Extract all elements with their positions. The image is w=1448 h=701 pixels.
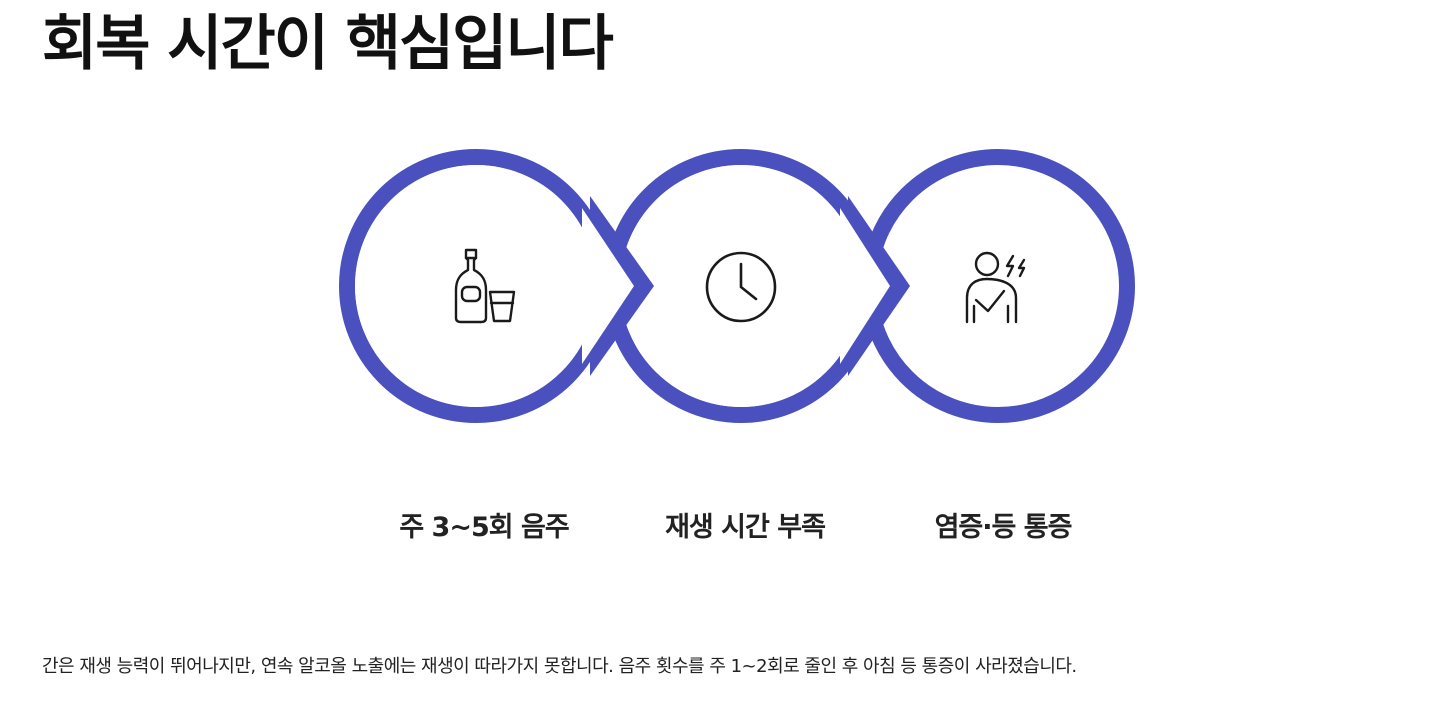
step-label-1: 주 3~5회 음주 <box>399 512 569 543</box>
clock-icon <box>705 251 777 323</box>
step-label-3: 염증·등 통증 <box>934 512 1073 543</box>
back-pain-icon <box>965 251 1026 324</box>
ring-step-1 <box>339 149 654 423</box>
bottle-and-glass-icon <box>454 248 516 324</box>
ring-step-2 <box>604 149 910 423</box>
step-label-2: 재생 시간 부족 <box>665 512 826 543</box>
page-title: 회복 시간이 핵심입니다 <box>42 9 614 79</box>
description-text: 간은 재생 능력이 뛰어나지만, 연속 알코올 노출에는 재생이 따라가지 못합… <box>42 656 1077 677</box>
